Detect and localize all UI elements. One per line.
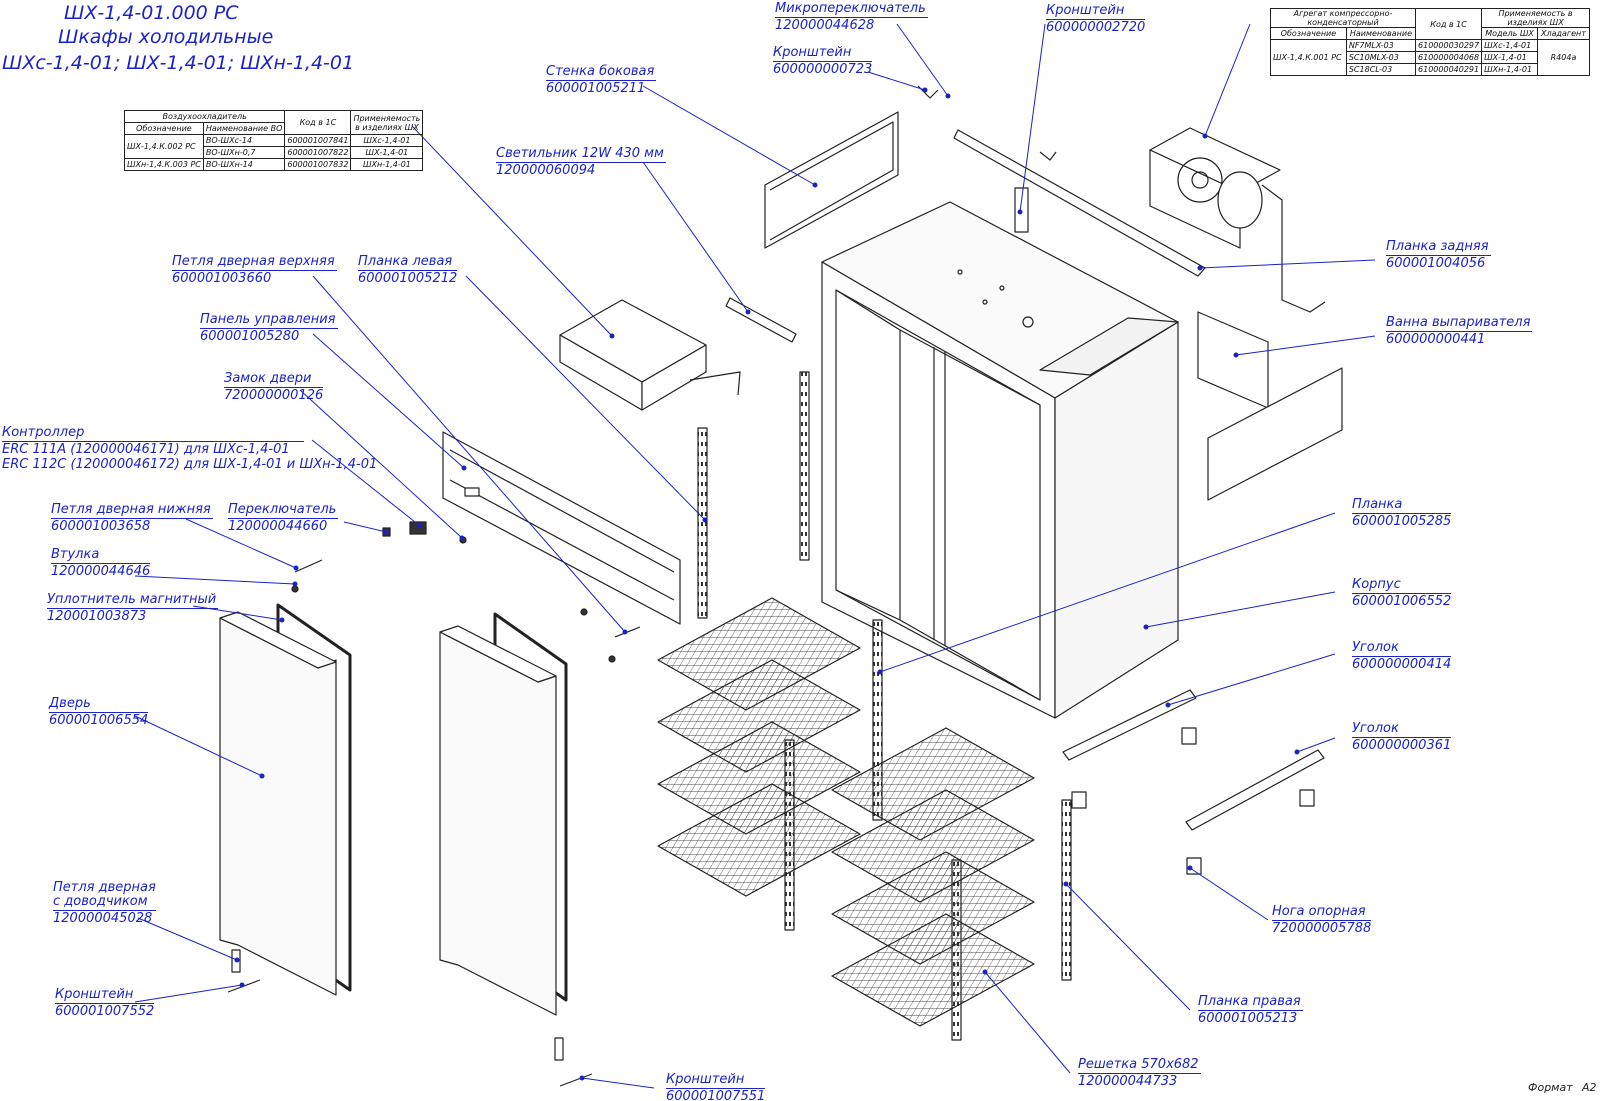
callout-strip-right: Планка правая 600001005213 [1198, 994, 1303, 1026]
drawing-title: Шкафы холодильные [58, 26, 274, 48]
evaporator-tray-part [1197, 311, 1269, 409]
side-wall-part [764, 111, 899, 249]
callout-strip-back: Планка задняя 600001004056 [1386, 239, 1491, 271]
callout-hinge-closer: Петля дверная с доводчиком 120000045028 [53, 880, 156, 926]
control-panel-part [442, 431, 681, 625]
callout-bracket-top: Кронштейн 600000000723 [773, 45, 873, 77]
unit-group-header: Агрегат компрессорно-конденсаторный [1269, 8, 1417, 28]
drawing-number: ШХ-1,4-01.000 РС [64, 2, 239, 24]
condensing-unit [1149, 127, 1326, 313]
callout-bushing: Втулка 120000044646 [51, 547, 151, 579]
format-label: Формат [1528, 1081, 1573, 1094]
callout-bracket-top2: Кронштейн 600000002720 [1046, 3, 1146, 35]
callout-strip: Планка 600001005285 [1352, 497, 1452, 529]
callout-switch: Переключатель 120000044660 [228, 502, 339, 534]
callout-gasket: Уплотнитель магнитный 120001003873 [47, 592, 219, 624]
callout-foot: Нога опорная 720000005788 [1272, 904, 1372, 936]
back-strip-part [953, 129, 1206, 277]
shelves-right [831, 727, 1035, 1027]
condensing-unit-table: Агрегат компрессорно-конденсаторный Код … [1269, 8, 1591, 76]
refrigerant-header: Хладагент [1536, 27, 1591, 40]
callout-strip-left: Планка левая 600001005212 [358, 254, 458, 286]
designation-header: Обозначение [1270, 27, 1347, 40]
table-row: ШХн-1,4.К.003 РС ВО-ШХн-14 600001007832 … [124, 158, 424, 171]
table-row: ШХ-1,4.К.001 РС NF7MLX-03 610000030297 Ш… [1270, 39, 1591, 76]
cabinet-body [821, 201, 1179, 719]
model-header: Модель ШХ [1481, 27, 1538, 40]
callout-side-wall: Стенка боковая 600001005211 [546, 64, 657, 96]
control-box-part [559, 299, 741, 411]
callout-bracket-left: Кронштейн 600001007552 [55, 987, 155, 1019]
format-value: А2 [1582, 1081, 1597, 1094]
callout-hinge-bottom: Петля дверная нижняя 600001003658 [51, 502, 213, 534]
callout-corner1: Уголок 600000000414 [1352, 640, 1452, 672]
callout-evap-tray: Ванна выпаривателя 600000000441 [1386, 315, 1533, 347]
drawing-subtitle: ШХс-1,4-01; ШХ-1,4-01; ШХн-1,4-01 [2, 52, 355, 74]
unit-designation: ШХ-1,4.К.001 РС [1270, 39, 1347, 76]
table-row: SC18CL-03 610000040291 ШХн-1,4-01 [1271, 63, 1590, 76]
use-header: Применяемость в изделиях ШХ [1481, 8, 1590, 28]
name-header: Наименование ВО [202, 122, 286, 135]
callout-controller: Контроллер ERC 111A (120000046171) для Ш… [2, 425, 378, 472]
air-cooler-group-header: Воздухоохладитель [123, 110, 286, 123]
refrigerant-value: R404a [1536, 39, 1591, 76]
code-header: Код в 1С [1415, 8, 1483, 40]
use-header: Применяемость в изделиях ШХ [350, 110, 424, 135]
door-left-assembly [219, 603, 352, 996]
callout-lamp: Светильник 12W 430 мм 120000060094 [496, 146, 666, 178]
callout-bracket-bottom: Кронштейн 600001007551 [666, 1072, 766, 1101]
callout-body: Корпус 600001006552 [1352, 577, 1452, 609]
shelves-left [657, 597, 861, 897]
callout-microswitch: Микропереключатель 120000044628 [775, 1, 928, 33]
callout-control-panel: Панель управления 600001005280 [200, 312, 338, 344]
leader-lines [134, 23, 1376, 1089]
air-cooler-table: Воздухоохладитель Код в 1С Применяемость… [123, 110, 424, 171]
callout-hinge-top: Петля дверная верхняя 600001003660 [172, 254, 337, 286]
table-row: ШХ-1,4.К.002 РС ВО-ШХс-14 600001007841 Ш… [124, 134, 424, 159]
door-right-assembly [439, 612, 568, 1016]
callout-corner2: Уголок 600000000361 [1352, 721, 1452, 753]
name-header: Наименование [1345, 27, 1417, 40]
callout-grid: Решетка 570х682 120000044733 [1078, 1057, 1201, 1089]
designation-header: Обозначение [124, 122, 204, 135]
code-header: Код в 1С [284, 110, 352, 135]
callout-door: Дверь 600001006554 [49, 696, 149, 728]
callout-door-lock: Замок двери 720000000126 [224, 371, 324, 403]
table-row: ВО-ШХн-0,7 600001007822 ШХ-1,4-01 [125, 146, 424, 159]
